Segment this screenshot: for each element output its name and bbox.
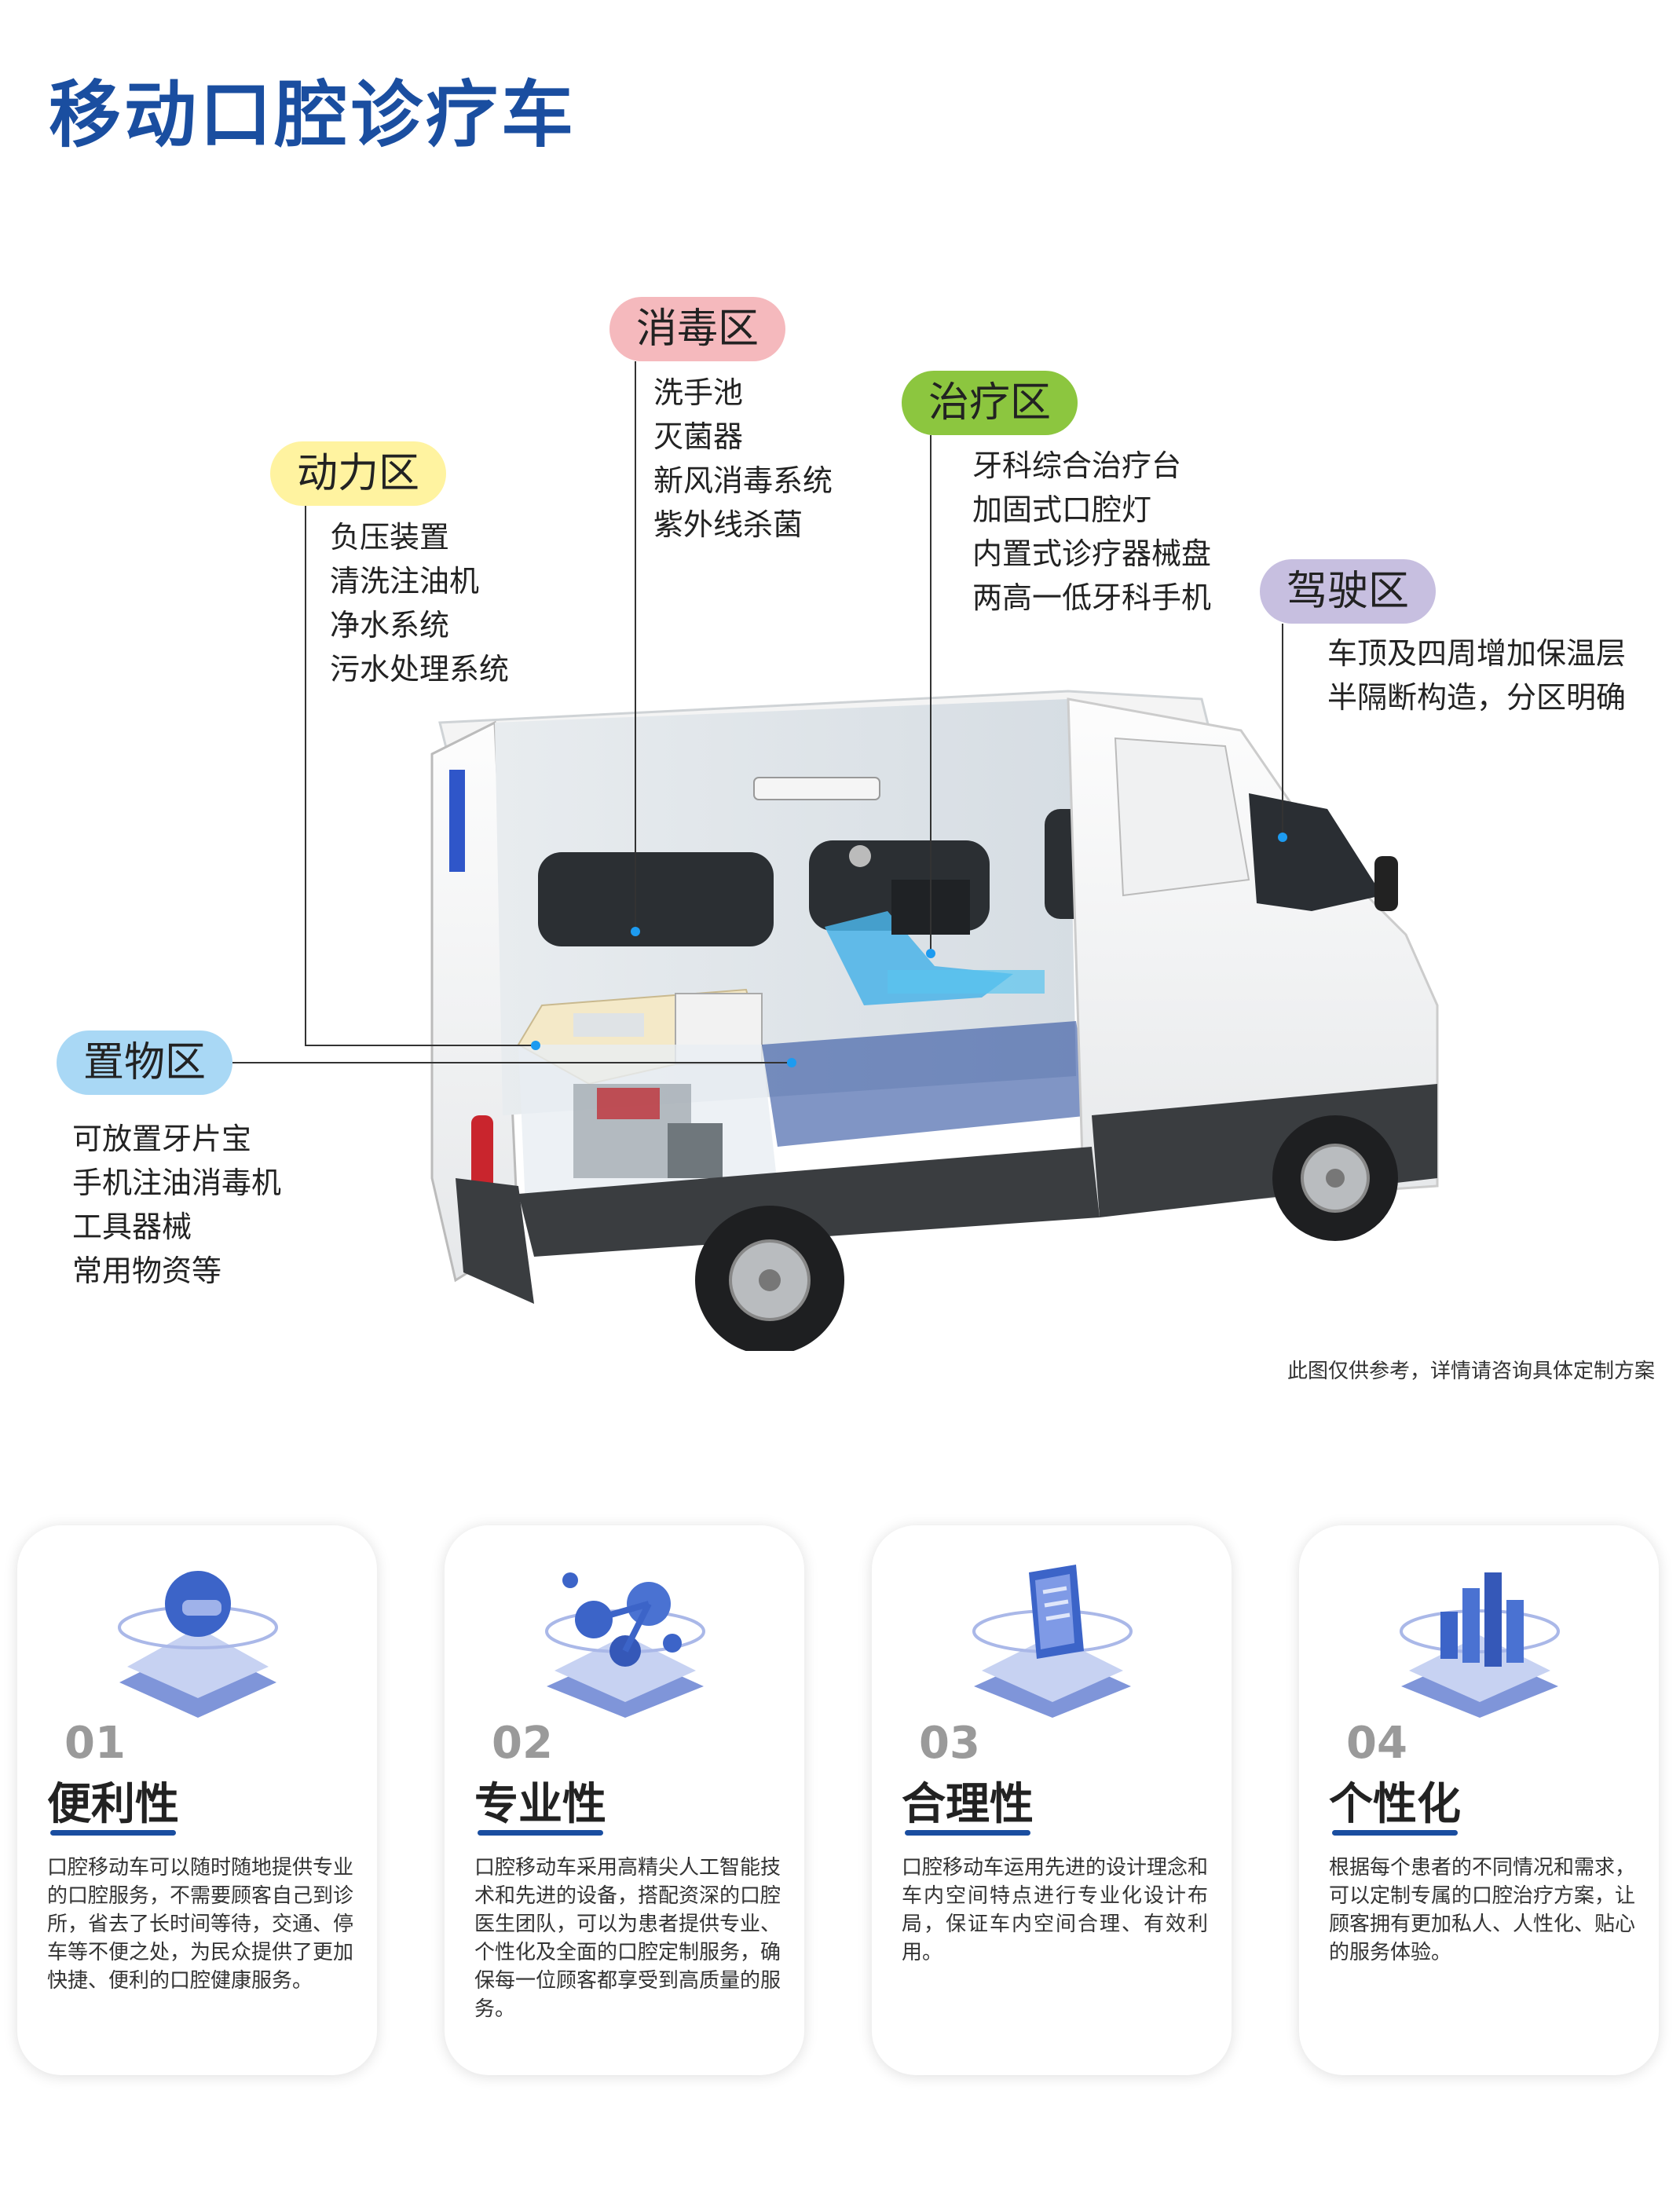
feature-title: 专业性	[474, 1779, 606, 1830]
molecule-network-icon	[523, 1557, 727, 1722]
feature-description: 口腔移动车采用高精尖人工智能技术和先进的设备，搭配资深的口腔医生团队，可以为患者…	[474, 1856, 781, 2021]
feature-card-rationality: 03 合理性 口腔移动车运用先进的设计理念和车内空间特点进行专业化设计布局，保证…	[872, 1525, 1232, 2075]
marker-dot-disinfection	[631, 927, 640, 936]
feature-number: 04	[1346, 1718, 1407, 1769]
feature-number: 02	[492, 1718, 553, 1769]
leader-line-storage	[232, 1062, 790, 1063]
marker-dot-treatment	[926, 949, 935, 958]
zone-items-storage: 可放置牙片宝 手机注油消毒机 工具器械 常用物资等	[72, 1117, 281, 1293]
zone-label-power: 动力区	[270, 441, 446, 506]
feature-description: 口腔移动车运用先进的设计理念和车内空间特点进行专业化设计布局，保证车内空间合理、…	[902, 1856, 1209, 1964]
zone-item: 新风消毒系统	[653, 463, 833, 498]
feature-title: 便利性	[47, 1779, 179, 1830]
feature-number: 01	[64, 1718, 126, 1769]
feature-card-convenience: 01 便利性 口腔移动车可以随时随地提供专业的口腔服务，不需要顾客自己到诊所，省…	[17, 1525, 377, 2075]
zone-item: 净水系统	[330, 608, 450, 642]
zone-items-power: 负压装置 清洗注油机 净水系统 污水处理系统	[330, 515, 509, 691]
leader-line-treatment	[930, 435, 932, 954]
zone-items-driving: 车顶及四周增加保温层 半隔断构造，分区明确	[1327, 631, 1626, 719]
headset-head-icon	[96, 1557, 300, 1722]
zone-item: 牙科综合治疗台	[972, 448, 1182, 483]
zone-item: 清洗注油机	[330, 564, 480, 598]
zone-label-driving: 驾驶区	[1260, 559, 1436, 624]
feature-card-personalization: 04 个性化 根据每个患者的不同情况和需求，可以定制专属的口腔治疗方案，让顾客拥…	[1299, 1525, 1659, 2075]
zone-item: 常用物资等	[72, 1254, 222, 1288]
zone-item: 可放置牙片宝	[72, 1122, 252, 1156]
zone-item: 负压装置	[330, 520, 450, 555]
marker-dot-storage	[787, 1058, 796, 1067]
feature-description: 根据每个患者的不同情况和需求，可以定制专属的口腔治疗方案，让顾客拥有更加私人、人…	[1329, 1856, 1636, 1964]
zone-item: 灭菌器	[653, 419, 744, 454]
zone-label-treatment: 治疗区	[902, 371, 1078, 435]
feature-title: 个性化	[1329, 1779, 1461, 1830]
marker-dot-driving	[1278, 833, 1287, 842]
title-underline	[478, 1830, 603, 1836]
document-layers-icon	[950, 1557, 1155, 1722]
zone-item: 内置式诊疗器械盘	[972, 536, 1212, 571]
page-title: 移动口腔诊疗车	[49, 73, 577, 157]
marker-dot-power	[531, 1041, 540, 1050]
bar-chart-3d-icon	[1378, 1557, 1582, 1722]
zone-item: 两高一低牙科手机	[972, 580, 1212, 615]
leader-line-disinfection	[635, 361, 636, 932]
zone-label-storage: 置物区	[57, 1030, 232, 1095]
van-cutaway-illustration	[416, 675, 1500, 1355]
disclaimer-note: 此图仅供参考，详情请咨询具体定制方案	[1287, 1360, 1655, 1383]
zone-items-treatment: 牙科综合治疗台 加固式口腔灯 内置式诊疗器械盘 两高一低牙科手机	[972, 444, 1211, 620]
zone-item: 车顶及四周增加保温层	[1327, 636, 1627, 671]
title-underline	[905, 1830, 1030, 1836]
feature-title: 合理性	[902, 1779, 1034, 1830]
feature-description: 口腔移动车可以随时随地提供专业的口腔服务，不需要顾客自己到诊所，省去了长时间等待…	[47, 1856, 354, 1993]
zone-item: 紫外线杀菌	[653, 507, 803, 542]
leader-line-driving	[1282, 624, 1283, 836]
zone-item: 加固式口腔灯	[972, 492, 1152, 527]
feature-number: 03	[919, 1718, 980, 1769]
title-underline	[1332, 1830, 1458, 1836]
leader-line-power-vertical	[305, 506, 306, 1045]
feature-card-professional: 02 专业性 口腔移动车采用高精尖人工智能技术和先进的设备，搭配资深的口腔医生团…	[445, 1525, 804, 2075]
zone-item: 半隔断构造，分区明确	[1327, 680, 1627, 715]
zone-items-disinfection: 洗手池 灭菌器 新风消毒系统 紫外线杀菌	[653, 371, 833, 547]
zone-label-disinfection: 消毒区	[609, 297, 785, 361]
leader-line-power-horizontal	[305, 1045, 534, 1046]
zone-item: 手机注油消毒机	[72, 1166, 282, 1200]
zone-item: 洗手池	[653, 375, 744, 410]
zone-item: 工具器械	[72, 1210, 192, 1244]
zone-item: 污水处理系统	[330, 652, 510, 686]
title-underline	[50, 1830, 176, 1836]
